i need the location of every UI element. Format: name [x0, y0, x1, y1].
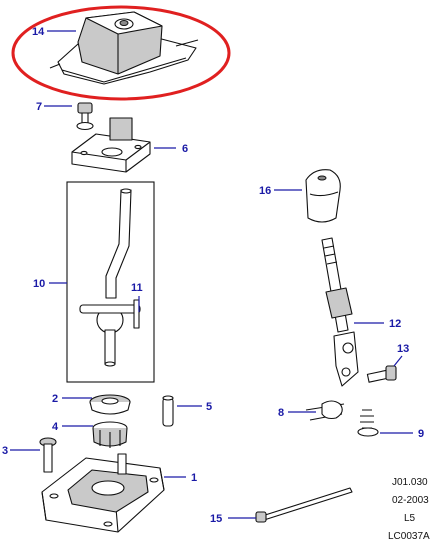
part-15-tie — [255, 487, 353, 523]
part-10-box — [66, 181, 155, 383]
part-11-pin — [133, 299, 140, 329]
callout-11: 11 — [131, 282, 143, 294]
callout-7: 7 — [36, 101, 42, 113]
leader-lines — [10, 30, 413, 519]
reference-block: J01.030 02-2003 L5 LC0037A — [388, 477, 430, 542]
callout-9: 9 — [418, 428, 424, 440]
part-2-bush — [89, 394, 131, 415]
part-12-lever — [321, 237, 359, 387]
reference-code: J01.030 — [392, 477, 428, 488]
callout-1: 1 — [191, 472, 197, 484]
callout-16: 16 — [259, 185, 271, 197]
part-6-plate — [71, 117, 151, 173]
callout-2: 2 — [52, 393, 58, 405]
part-5-pin — [162, 395, 174, 427]
part-3-bolt — [39, 437, 57, 473]
part-4-collar — [92, 421, 128, 448]
highlight-ellipse — [11, 5, 231, 101]
part-8-spring — [305, 400, 345, 421]
reference-level: L5 — [404, 513, 416, 524]
reference-date: 02-2003 — [392, 495, 429, 506]
part-1-housing — [41, 453, 165, 533]
reference-figure: LC0037A — [388, 531, 430, 542]
callout-12: 12 — [389, 318, 401, 330]
part-10-lever — [79, 188, 141, 367]
callout-13: 13 — [397, 343, 409, 355]
callout-10: 10 — [33, 278, 45, 290]
callout-8: 8 — [278, 407, 284, 419]
part-9-spring — [357, 409, 379, 437]
part-14-gaiter — [49, 11, 199, 85]
callout-14: 14 — [32, 26, 45, 38]
callout-6: 6 — [182, 143, 188, 155]
part-7-bolt — [76, 102, 94, 131]
callout-4: 4 — [52, 421, 59, 433]
callout-3: 3 — [2, 445, 8, 457]
part-13-bolt — [366, 365, 397, 383]
callout-5: 5 — [206, 401, 212, 413]
callout-15: 15 — [210, 513, 222, 525]
part-16-knob — [305, 169, 341, 223]
